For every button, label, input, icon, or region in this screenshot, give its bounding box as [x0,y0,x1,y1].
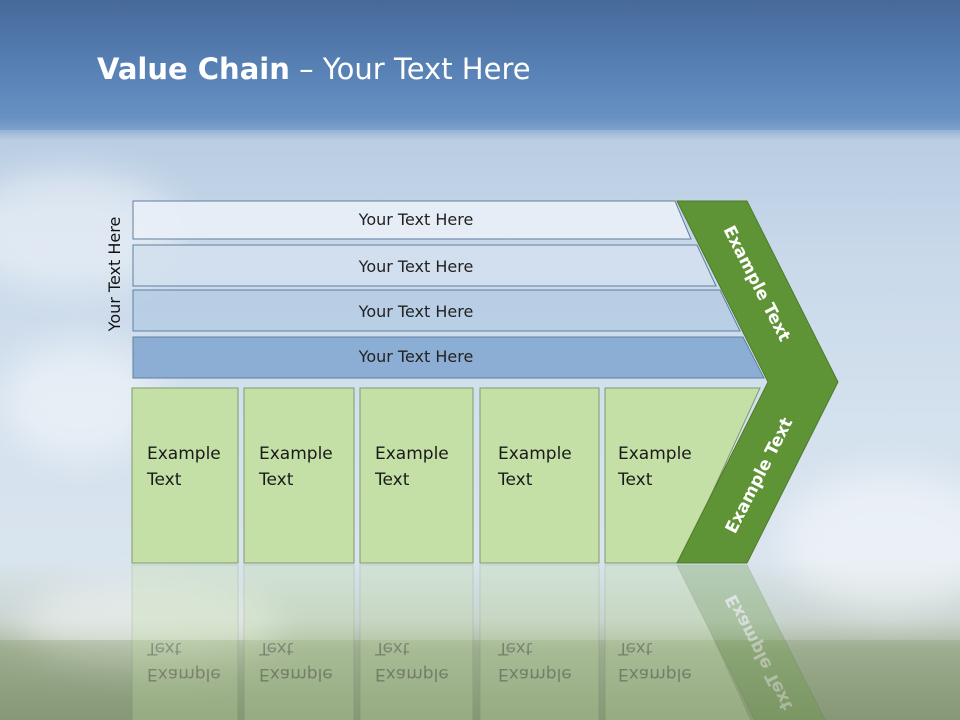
example-box-1[interactable]: Example Text [131,387,239,564]
reflection-text: Example [375,664,449,684]
grass-ground [0,640,960,720]
reflection-box [243,564,355,720]
reflection-text: Example [498,664,572,684]
bar-label: Your Text Here [358,302,474,321]
reflection-text: Text [146,638,182,658]
bar-shape [132,289,741,332]
reflection-box [131,564,239,720]
reflection-text: Text [374,638,410,658]
example-box-3[interactable]: Example Text [359,387,474,564]
box-shape [359,387,474,564]
box-text-line2: Text [258,470,294,490]
reflection-text: Example [147,664,221,684]
title-bold: Value Chain [97,52,290,86]
reflection-box [604,564,752,720]
reflection-text: Text [497,638,533,658]
bar-shape [132,244,717,287]
bar-label: Your Text Here [358,210,474,229]
title-banner [0,0,960,130]
bar-row-3[interactable]: Your Text Here [132,289,741,332]
box-text-line1: Example [375,444,449,464]
title-rest: – Your Text Here [289,52,531,86]
box-text-line2: Text [146,470,182,490]
example-box-4[interactable]: Example Text [479,387,600,564]
box-text-line1: Example [498,444,572,464]
box-text-line2: Text [497,470,533,490]
bar-label: Your Text Here [358,347,474,366]
reflection-box [479,564,600,720]
box-text-line1: Example [618,444,692,464]
bar-shape [132,336,765,379]
reflection-text: Text [258,638,294,658]
reflection-text: Text [617,638,653,658]
example-box-2[interactable]: Example Text [243,387,355,564]
reflection-box [359,564,474,720]
cloud-shape [780,470,960,610]
box-text-line1: Example [147,444,221,464]
chevron-shape [676,200,839,564]
box-text-line2: Text [374,470,410,490]
reflection-text: Example [259,664,333,684]
bar-label: Your Text Here [358,257,474,276]
diagram-reflection: Example Text Example Text Example Text E… [131,564,826,720]
bar-row-2[interactable]: Your Text Here [132,244,717,287]
box-shape [131,387,239,564]
box-shape [479,387,600,564]
bar-row-4[interactable]: Your Text Here [132,336,765,379]
box-shape [243,387,355,564]
reflection-chevron [676,564,826,720]
box-text-line1: Example [259,444,333,464]
reflection-text: Example [618,664,692,684]
bar-row-1[interactable]: Your Text Here [132,200,692,240]
bar-shape [132,200,692,240]
example-box-5[interactable]: Example Text [604,387,761,564]
box-text-line2: Text [617,470,653,490]
slide-title[interactable]: Value Chain – Your Text Here [97,52,531,86]
